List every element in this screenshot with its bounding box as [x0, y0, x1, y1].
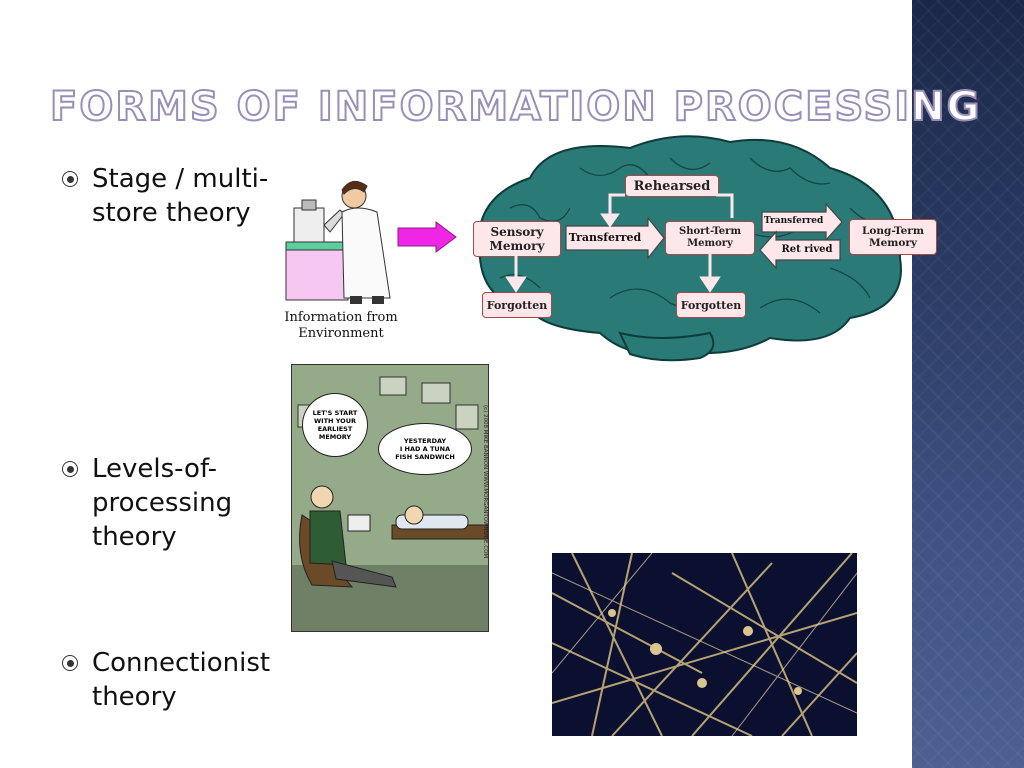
long-term-memory-box: Long-Term Memory — [849, 219, 937, 255]
short-term-memory-box: Short-Term Memory — [665, 221, 755, 255]
retrieved-label: Ret rived — [781, 244, 833, 255]
transferred-label: Transferred — [568, 231, 642, 244]
cartoon-credit: (c) 2008 MIKE BANNON WWW.MORGANTOWNSIDE.… — [482, 405, 488, 559]
bullet-item-connectionist-theory: Connectionist theory — [62, 646, 270, 714]
cartoon-speech-bubble-patient: YESTERDAY I HAD A TUNA FISH SANDWICH — [395, 437, 455, 461]
bullet-text: Stage / multi- store theory — [92, 164, 269, 228]
transferred-to-long-term-arrow — [761, 202, 843, 242]
forgotten-short-term-box: Forgotten — [676, 292, 746, 318]
environment-caption: Information from Environment — [284, 310, 398, 341]
sidebar-decoration — [912, 0, 1024, 768]
bullet-icon — [62, 171, 78, 187]
scientist-microscope-image — [285, 180, 391, 304]
bullet-text: Connectionist theory — [92, 648, 271, 712]
slide-title: Forms of Information Processing — [49, 83, 982, 131]
bullet-item-levels-theory: Levels-of- processing theory — [62, 452, 232, 554]
rehearsed-label: Rehearsed — [625, 175, 719, 197]
transferred-arrow — [565, 216, 665, 260]
therapy-cartoon-image: LET'S START WITH YOUR EARLIEST MEMORY YE… — [291, 364, 489, 632]
sensory-memory-box: Sensory Memory — [473, 221, 561, 257]
transferred-to-long-term-label: Transferred — [764, 216, 824, 226]
cartoon-speech-bubble-therapist: LET'S START WITH YOUR EARLIEST MEMORY — [312, 409, 358, 441]
bullet-icon — [62, 655, 78, 671]
bullet-icon — [62, 461, 78, 477]
memory-flow-arrows — [505, 193, 843, 293]
neural-network-image — [552, 553, 857, 736]
forgotten-sensory-box: Forgotten — [482, 292, 552, 318]
retrieved-arrow — [759, 230, 841, 270]
bullet-text: Levels-of- processing theory — [92, 454, 233, 552]
bullet-item-stage-theory: Stage / multi- store theory — [62, 162, 268, 230]
input-arrow-icon — [397, 221, 457, 253]
